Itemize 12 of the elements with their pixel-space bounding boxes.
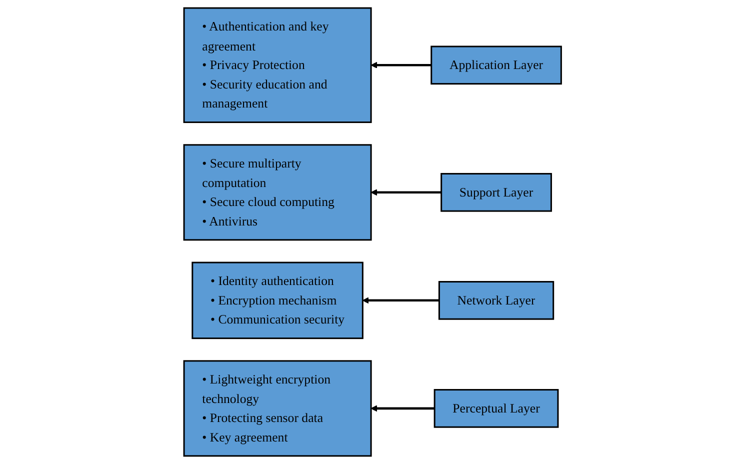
node-box: Support Layer bbox=[440, 173, 552, 212]
node-box: • Authentication and key agreement • Privacy Protection • Security education and management bbox=[183, 7, 372, 124]
arrow bbox=[370, 405, 434, 412]
node-box: • Secure multiparty computation • Secure cloud computing • Antivirus bbox=[183, 144, 372, 241]
node-box: Application Layer bbox=[430, 46, 562, 85]
arrow bbox=[362, 297, 440, 304]
node-box: • Lightweight encryption technology • Protecting sensor data • Key agreement bbox=[183, 360, 372, 457]
arrow bbox=[370, 62, 432, 68]
arrow bbox=[370, 189, 442, 196]
node-box: Perceptual Layer bbox=[434, 389, 559, 428]
node-box: Network Layer bbox=[438, 281, 554, 320]
node-box: • Identity authentication • Encryption mechanism • Communication security bbox=[192, 262, 364, 340]
